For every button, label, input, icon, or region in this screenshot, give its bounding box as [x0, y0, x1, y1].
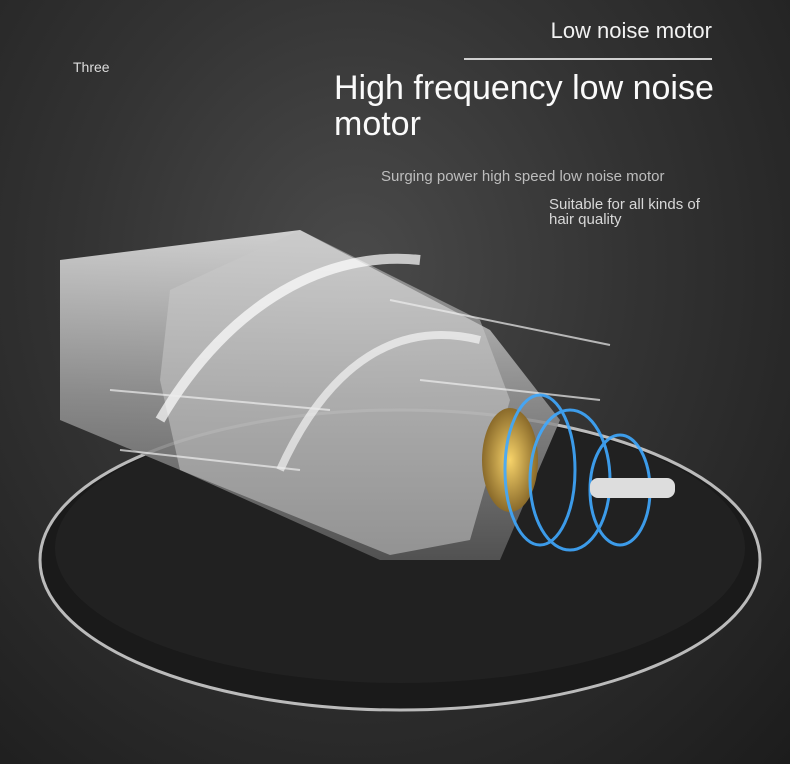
note: Suitable for all kinds of hair quality — [549, 196, 700, 228]
glow-ring — [503, 393, 577, 547]
section-number: Three — [73, 59, 110, 75]
brass-bearing — [482, 408, 538, 512]
kicker-heading: Low noise motor — [550, 18, 712, 43]
speed-line — [109, 389, 331, 411]
speed-lines — [109, 299, 611, 471]
speed-line — [389, 299, 611, 346]
page-title: High frequency low noise motor — [334, 69, 714, 143]
speed-line — [419, 379, 601, 401]
motion-swoosh — [155, 253, 421, 423]
subtitle: Surging power high speed low noise motor — [381, 168, 665, 185]
motor-shaft — [590, 478, 675, 498]
divider — [464, 58, 712, 60]
motion-swoosh — [276, 331, 481, 472]
speed-line — [119, 449, 301, 471]
